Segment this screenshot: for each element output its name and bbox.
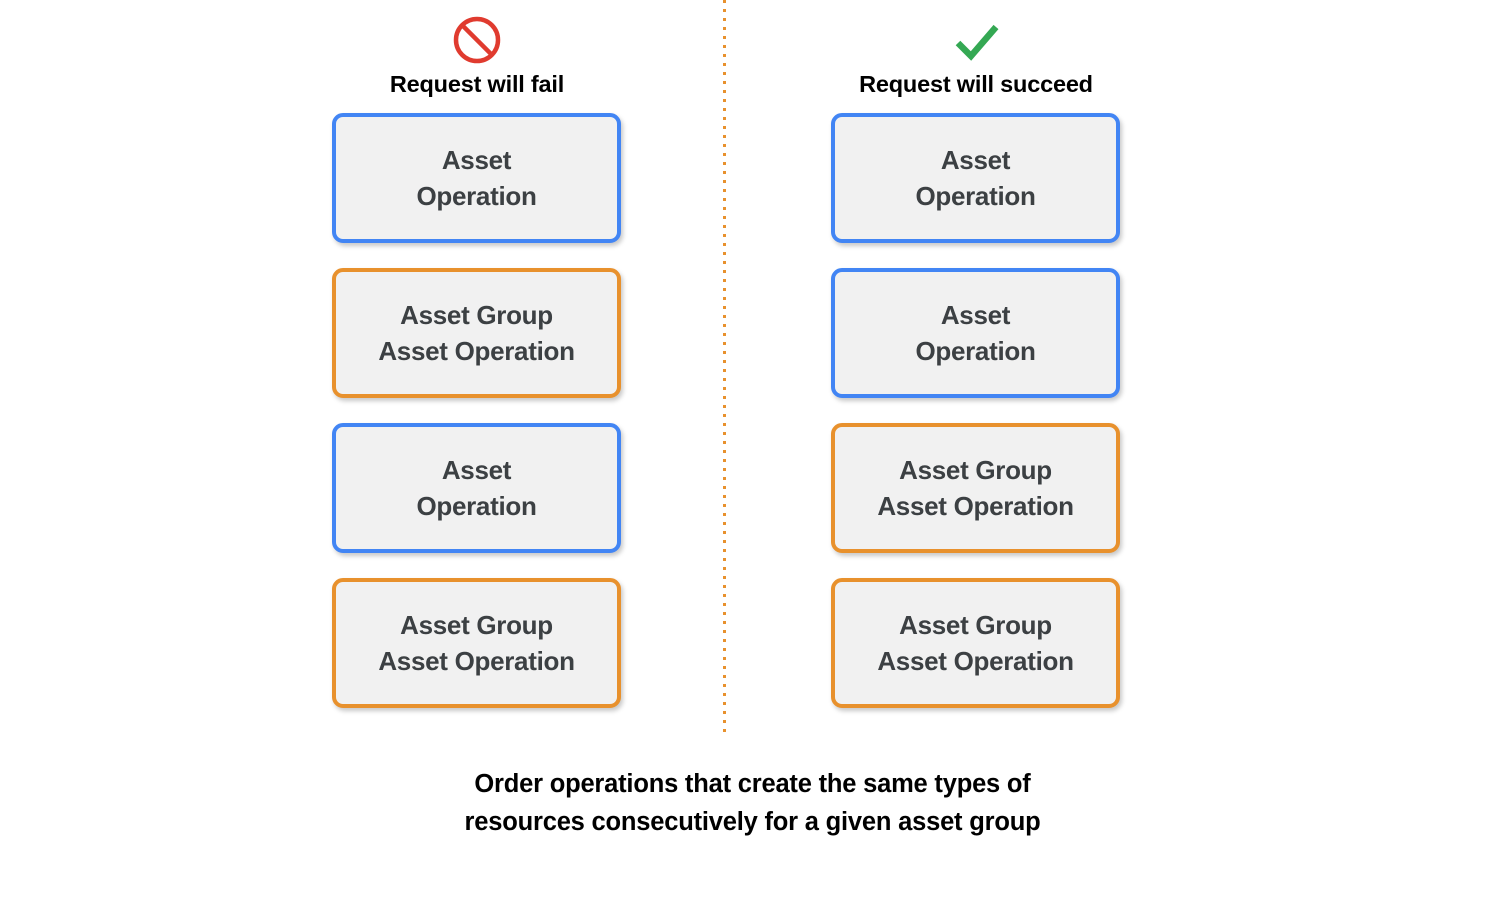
operation-box-fail-1: Asset Operation: [332, 113, 621, 243]
operation-box-label: Asset Operation: [915, 300, 1036, 366]
operation-box-label: Asset Group Asset Operation: [877, 455, 1074, 521]
operation-box-succeed-2: Asset Operation: [831, 268, 1120, 398]
operation-box-label: Asset Operation: [416, 455, 537, 521]
operation-box-succeed-1: Asset Operation: [831, 113, 1120, 243]
operation-box-label: Asset Group Asset Operation: [378, 610, 575, 676]
column-header-label-fail: Request will fail: [389, 71, 565, 97]
operation-box-label: Asset Operation: [416, 145, 537, 211]
operation-box-label: Asset Group Asset Operation: [877, 610, 1074, 676]
prohibition-icon: [453, 16, 501, 64]
operation-box-label: Asset Operation: [915, 145, 1036, 211]
column-header-succeed: Request will succeed: [826, 14, 1126, 98]
operation-box-fail-2: Asset Group Asset Operation: [332, 268, 621, 398]
column-header-label-succeed: Request will succeed: [859, 71, 1093, 97]
diagram-caption: Order operations that create the same ty…: [464, 770, 1041, 836]
operation-box-fail-3: Asset Operation: [332, 423, 621, 553]
operation-box-succeed-3: Asset Group Asset Operation: [831, 423, 1120, 553]
checkmark-icon: [955, 24, 999, 61]
operation-box-label: Asset Group Asset Operation: [378, 300, 575, 366]
vertical-dotted-divider: [723, 0, 726, 737]
operation-box-fail-4: Asset Group Asset Operation: [332, 578, 621, 708]
column-header-fail: Request will fail: [327, 14, 627, 98]
operation-box-succeed-4: Asset Group Asset Operation: [831, 578, 1120, 708]
